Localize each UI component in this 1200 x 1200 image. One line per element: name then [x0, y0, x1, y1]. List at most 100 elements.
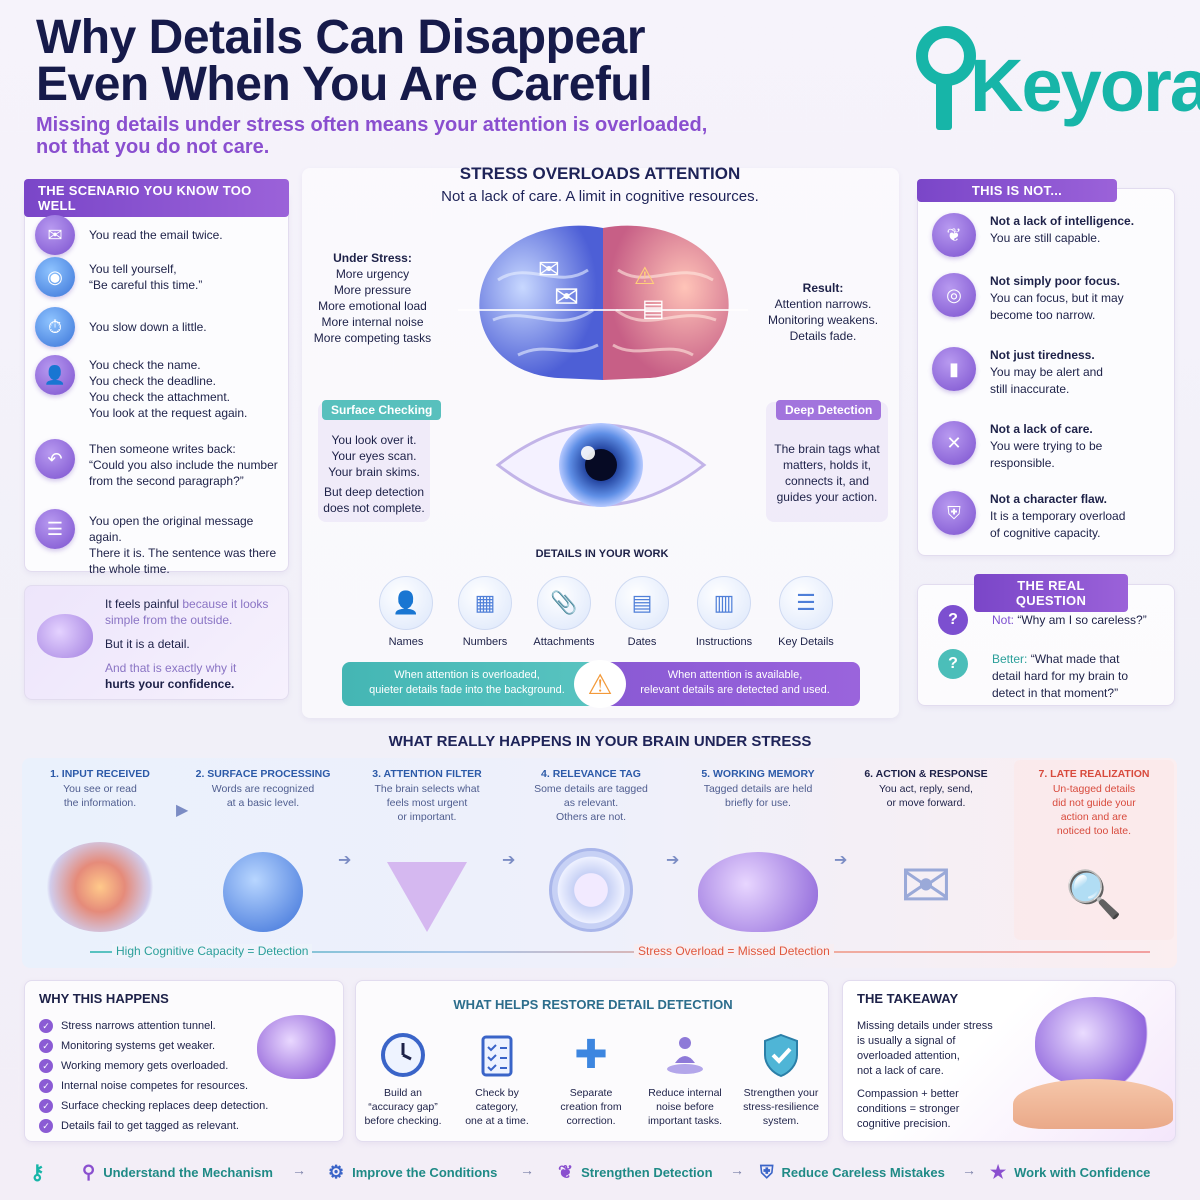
check-icon: ✓: [39, 1059, 53, 1073]
helps-title: WHAT HELPS RESTORE DETAIL DETECTION: [453, 997, 733, 1012]
pain-panel: It feels painful because it looks simple…: [24, 585, 289, 700]
logo-text: Keyora: [970, 44, 1200, 127]
numbers-icon: ▦: [458, 576, 512, 630]
radar-icon: [549, 848, 633, 932]
helps-panel: WHAT HELPS RESTORE DETAIL DETECTION: [355, 980, 829, 1142]
eye-icon: [495, 423, 707, 507]
puzzle-icon: ✚: [574, 1033, 608, 1077]
deep-detection-text: The brain tags what matters, holds it, c…: [774, 442, 880, 504]
overloaded-bar: When attention is overloaded, quieter de…: [342, 662, 592, 706]
process-step-3: 3. ATTENTION FILTER The brain selects wh…: [352, 760, 502, 940]
target-icon: ◎: [932, 273, 976, 317]
email-send-icon: ✉: [900, 852, 952, 921]
battery-icon: ▮: [932, 347, 976, 391]
footer-improve[interactable]: ⚙ Improve the Conditions: [328, 1162, 498, 1182]
scenario-item-reply: ↶ Then someone writes back: “Could you a…: [35, 439, 279, 489]
neuron-icon: [45, 842, 155, 932]
star-icon: ★: [990, 1162, 1007, 1182]
chevron-right-icon: ➔: [338, 852, 352, 869]
why-panel: WHY THIS HAPPENS ✓Stress narrows attenti…: [24, 980, 344, 1142]
this-is-not-tab: THIS IS NOT...: [917, 179, 1117, 202]
process-step-2: 2. SURFACE PROCESSING Words are recogniz…: [188, 760, 338, 940]
check-icon: ✓: [39, 1119, 53, 1133]
stopwatch-icon: ⏱: [35, 307, 75, 347]
calendar-icon: ▤: [615, 576, 669, 630]
takeaway-panel: THE TAKEAWAY Missing details under stres…: [842, 980, 1176, 1142]
brain-icon: [458, 225, 748, 380]
not-intelligence: ❦ Not a lack of intelligence.You are sti…: [932, 213, 1140, 257]
shield-check-icon: [756, 1030, 806, 1080]
this-is-not-panel: THIS IS NOT... ❦ Not a lack of intellige…: [917, 179, 1175, 556]
brain-icon: [1035, 997, 1155, 1087]
brain-icon: [698, 852, 818, 932]
paperclip-icon: 📎: [537, 576, 591, 630]
funnel-icon: [387, 862, 467, 932]
brain-icon: [37, 614, 93, 658]
why-item: ✓Stress narrows attention tunnel.: [39, 1019, 216, 1033]
detail-instructions: ▥ Instructions: [684, 576, 764, 648]
arrow-right-icon: →: [730, 1162, 744, 1178]
not-focus: ◎ Not simply poor focus.You can focus, b…: [932, 273, 1140, 324]
page-subtitle: Missing details under stress often means…: [36, 114, 708, 158]
scenario-item-checks: 👤 You check the name. You check the dead…: [35, 355, 279, 421]
why-item: ✓Surface checking replaces deep detectio…: [39, 1099, 268, 1113]
document-icon: ▤: [642, 295, 665, 322]
clock-icon: [378, 1030, 428, 1080]
details-title: DETAILS IN YOUR WORK: [535, 548, 669, 560]
deep-detection-tab: Deep Detection: [776, 400, 882, 420]
detail-names: 👤 Names: [366, 576, 446, 648]
arrow-right-icon: →: [292, 1162, 306, 1178]
footer-reduce[interactable]: ⛨ Reduce Careless Mistakes: [760, 1162, 945, 1182]
email-icon: ✉: [554, 281, 580, 314]
scenario-tab: THE SCENARIO YOU KNOW TOO WELL: [24, 179, 289, 217]
arrow-right-icon: →: [962, 1162, 976, 1178]
why-title: WHY THIS HAPPENS: [39, 991, 169, 1006]
footer-understand[interactable]: ⚲ Understand the Mechanism: [82, 1162, 273, 1182]
chevron-right-icon: ➔: [666, 852, 680, 869]
eye-illustration: [490, 405, 712, 525]
list-icon: ☰: [779, 576, 833, 630]
footer-strengthen[interactable]: ❦ Strengthen Detection: [558, 1162, 713, 1182]
reply-icon: ↶: [35, 439, 75, 479]
deep-detection-card: [766, 402, 888, 522]
eye-icon: ◉: [35, 257, 75, 297]
detail-attachments: 📎 Attachments: [524, 576, 604, 648]
check-icon: ✓: [39, 1079, 53, 1093]
email-icon: ✉: [538, 254, 560, 284]
footer-confidence[interactable]: ★ Work with Confidence: [990, 1162, 1151, 1182]
real-question-tab: THE REAL QUESTION: [974, 574, 1128, 612]
chevron-right-icon: ▶: [176, 802, 189, 819]
logo-key-ring-icon: [916, 26, 976, 86]
real-question-panel: THE REAL QUESTION ? Not: “Why am I so ca…: [917, 574, 1175, 706]
surface-checking-card: [318, 402, 430, 522]
warning-icon: ⚠: [574, 660, 626, 708]
logo-key-stem-icon: [936, 78, 952, 130]
shield-icon: ⛨: [760, 1162, 774, 1182]
gear-icon: ⚙: [328, 1162, 345, 1182]
scenario-item-email: ✉ You read the email twice.: [35, 215, 279, 255]
not-character: ⛨ Not a character flaw.It is a temporary…: [932, 491, 1140, 542]
under-stress-text: Under Stress: More urgency More pressure…: [313, 251, 432, 345]
check-icon: ✓: [39, 1019, 53, 1033]
hands-icon: [1013, 1079, 1173, 1129]
scenario-item-stopwatch: ⏱ You slow down a little.: [35, 307, 279, 347]
takeaway-title: THE TAKEAWAY: [857, 991, 959, 1006]
email-icon: ✉: [35, 215, 75, 255]
capacity-right-label: Stress Overload = Missed Detection: [634, 944, 834, 958]
detail-dates: ▤ Dates: [602, 576, 682, 648]
magnifier-icon: ⚲: [82, 1162, 96, 1182]
question-icon: ?: [938, 649, 968, 679]
process-step-5: 5. WORKING MEMORY Tagged details are hel…: [680, 760, 836, 940]
chevron-right-icon: ➔: [502, 852, 516, 869]
person-icon: 👤: [379, 576, 433, 630]
person-icon: 👤: [35, 355, 75, 395]
checklist-icon: [472, 1030, 522, 1080]
process-step-4: 4. RELEVANCE TAG Some details are tagged…: [516, 760, 666, 940]
detail-key-details: ☰ Key Details: [766, 576, 846, 648]
why-item: ✓Working memory gets overloaded.: [39, 1059, 228, 1073]
capacity-left-label: High Cognitive Capacity = Detection: [112, 944, 313, 958]
